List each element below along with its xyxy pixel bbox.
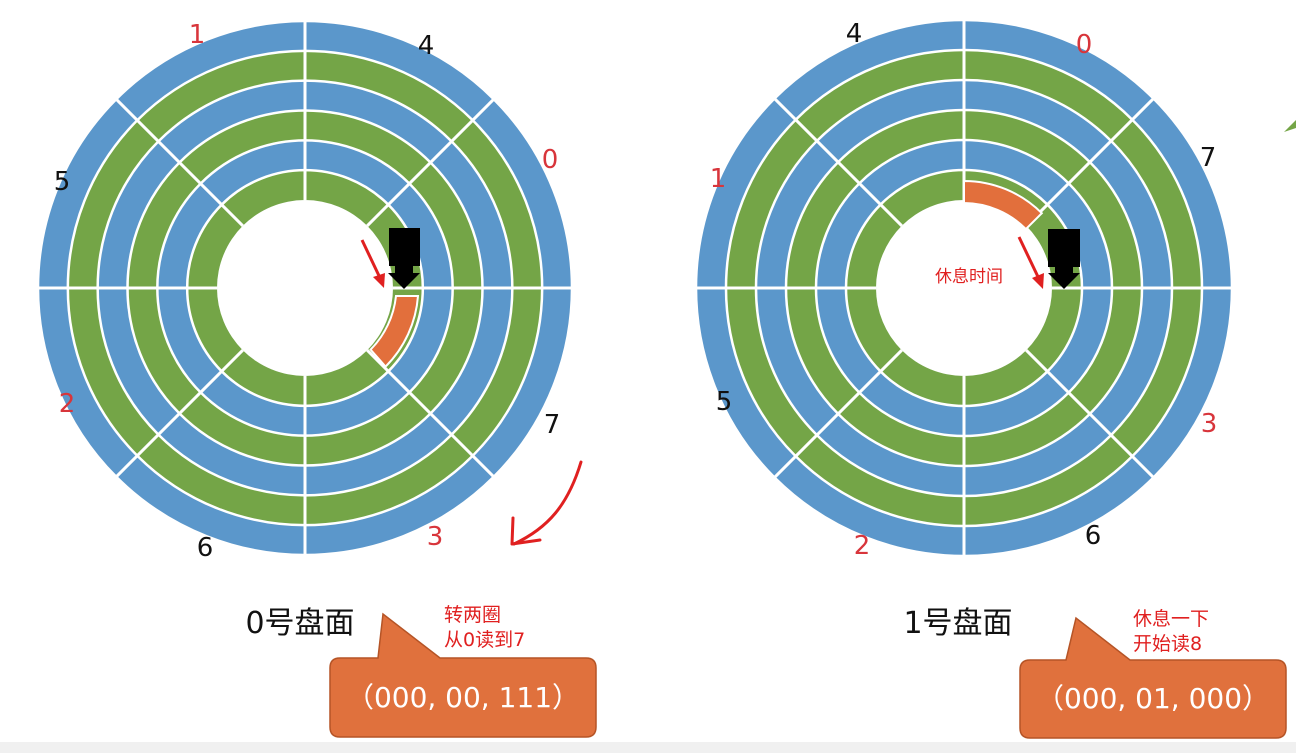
- platter-1-head-note: 休息时间: [935, 267, 1003, 287]
- platter-1-disk: [694, 18, 1234, 558]
- sector-divider: [114, 97, 244, 227]
- platter-1-address-callout: （000, 01, 000）: [1019, 616, 1287, 739]
- sector-divider: [1025, 96, 1156, 227]
- sector-label-3: 3: [427, 522, 444, 552]
- platter-0-address-callout: （000, 00, 111）: [329, 612, 597, 738]
- spindle-hole: [217, 200, 393, 376]
- platter-1-annotation-line-2: 开始读8: [1133, 633, 1202, 655]
- sector-label-5: 5: [54, 167, 71, 197]
- sector-label-0: 0: [542, 145, 559, 175]
- platter-1-address-text: （000, 01, 000）: [1036, 682, 1270, 715]
- sector-label-1: 1: [710, 164, 727, 194]
- platter-1-highlighted-sector-icon: [963, 179, 1044, 231]
- sector-label-2: 2: [59, 389, 76, 419]
- sector-divider: [772, 96, 903, 227]
- sector-label-3: 3: [1201, 409, 1218, 439]
- platter-1: 休息时间 4 0 1 7 5 3 2 6 1号盘面 休息一下 开始读8 （000…: [694, 18, 1296, 739]
- spindle-hole: [876, 200, 1052, 376]
- sector-label-6: 6: [1085, 521, 1102, 551]
- sector-label-4: 4: [846, 19, 863, 49]
- platter-0-annotation-line-2: 从0读到7: [444, 629, 525, 651]
- platter-0-rotation-arrowhead-icon: [510, 516, 542, 546]
- sector-label-5: 5: [716, 387, 733, 417]
- sector-divider: [366, 97, 496, 227]
- platter-0-caption: 0号盘面: [245, 606, 354, 641]
- sector-label-7: 7: [1200, 143, 1217, 173]
- platter-0-annotation-line-1: 转两圈: [444, 604, 501, 626]
- sector-label-7: 7: [544, 410, 561, 440]
- offscreen-arrow-icon: [1284, 120, 1296, 132]
- sector-divider: [114, 349, 244, 479]
- platter-0-highlighted-sector-icon: [369, 295, 420, 369]
- platter-0-read-head-icon: [388, 228, 420, 289]
- bottom-strip: [0, 742, 1296, 753]
- platter-0-address-text: （000, 00, 111）: [346, 681, 580, 714]
- platter-0: 1 4 0 5 2 7 6 3 0号盘面 转两圈 从0读到7 （000, 00,…: [36, 19, 597, 738]
- platter-1-annotation-line-1: 休息一下: [1133, 608, 1209, 630]
- sector-label-4: 4: [418, 31, 435, 61]
- sector-label-6: 6: [197, 533, 214, 563]
- platter-1-caption: 1号盘面: [903, 606, 1012, 641]
- sector-divider: [1025, 349, 1156, 480]
- sector-divider: [366, 349, 496, 479]
- platter-0-disk: [36, 19, 574, 557]
- platter-0-pointer-arrow-icon: [360, 239, 385, 288]
- platter-1-pointer-arrow-icon: [1017, 236, 1044, 289]
- sector-label-1: 1: [189, 20, 206, 50]
- platter-0-rotation-arrow-icon: [512, 460, 583, 546]
- sector-divider: [772, 349, 903, 480]
- sector-label-0: 0: [1076, 30, 1093, 60]
- sector-label-2: 2: [854, 531, 871, 561]
- platter-1-read-head-icon: [1048, 229, 1080, 289]
